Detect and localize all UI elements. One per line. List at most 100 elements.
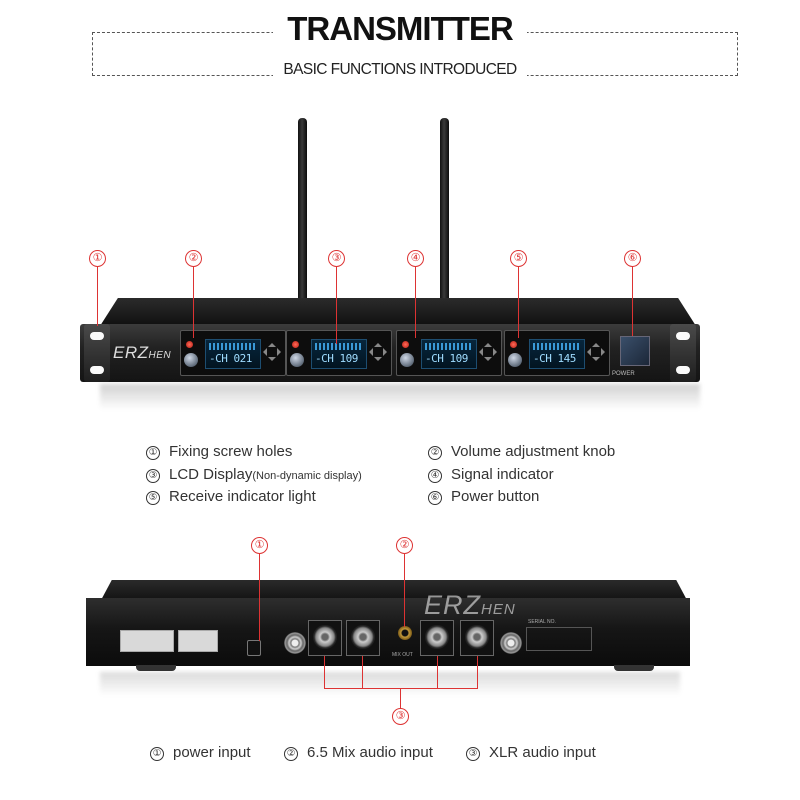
channel-readout: -CH 145 (533, 352, 576, 365)
nav-buttons-icon[interactable] (587, 343, 605, 361)
warning-label-plate (178, 630, 218, 652)
signal-bars (315, 343, 363, 350)
leader-line-rear-3-d (477, 656, 479, 689)
leader-line-6 (632, 266, 634, 336)
nav-buttons-icon[interactable] (263, 343, 281, 361)
leader-line-rear-3-a (324, 656, 326, 689)
signal-bars (209, 343, 257, 350)
power-button[interactable] (620, 336, 650, 366)
signal-bars (533, 343, 581, 350)
mix-out-jack[interactable] (398, 626, 412, 640)
dc-power-jack[interactable] (247, 640, 261, 656)
signal-bars (425, 343, 473, 350)
leader-line-rear-3-b (362, 656, 364, 689)
leader-line-1 (97, 266, 99, 326)
volume-knob[interactable] (508, 353, 522, 367)
feature-number: ⑥ (428, 491, 442, 505)
xlr-output-3[interactable] (420, 620, 454, 656)
antenna-right (436, 118, 453, 312)
callout-4: ④ (407, 250, 424, 267)
feature-note: (Non-dynamic display) (252, 470, 362, 482)
callout-rear-1: ① (251, 537, 268, 554)
channel-module-4: -CH 145 (504, 330, 610, 376)
front-reflection (100, 384, 700, 410)
feature-number: ③ (466, 747, 480, 761)
mix-out-label: MIX OUT (392, 652, 413, 658)
rear-unit (86, 598, 690, 666)
feature-number: ③ (146, 469, 160, 483)
leader-line-rear-2 (404, 553, 406, 627)
feature-text: XLR audio input (489, 744, 596, 761)
callout-rear-2: ② (396, 537, 413, 554)
feature-text: Receive indicator light (169, 488, 316, 505)
antenna-connector-a[interactable] (284, 632, 306, 654)
header-subtitle: BASIC FUNCTIONS INTRODUCED (0, 61, 800, 79)
left-rack-ear (84, 324, 110, 382)
fixing-screw-hole (90, 332, 104, 340)
leader-line-5 (518, 266, 520, 338)
callout-5: ⑤ (510, 250, 527, 267)
feature-text: Fixing screw holes (169, 443, 293, 460)
feature-number: ① (146, 446, 160, 460)
nav-buttons-icon[interactable] (479, 343, 497, 361)
rear-reflection (100, 672, 680, 696)
channel-module-3: -CH 109 (396, 330, 502, 376)
rear-feature-item: ② 6.5 Mix audio input (284, 744, 433, 761)
rear-unit-top (100, 580, 688, 602)
lcd-display: -CH 109 (311, 339, 367, 369)
leader-line-3 (336, 266, 338, 344)
channel-readout: -CH 109 (315, 352, 358, 365)
rear-feature-item: ① power input (150, 744, 251, 761)
feature-item: ② Volume adjustment knob (428, 443, 615, 460)
lcd-display: -CH 145 (529, 339, 585, 369)
volume-knob[interactable] (184, 353, 198, 367)
rear-brand-logo: ERZHEN (424, 590, 516, 620)
channel-module-1: -CH 021 (180, 330, 286, 376)
rubber-foot (614, 665, 654, 671)
leader-line-4 (415, 266, 417, 338)
leader-line-rear-1 (259, 553, 261, 641)
lcd-display: -CH 021 (205, 339, 261, 369)
warning-label-plate (120, 630, 174, 652)
antenna-connector-b[interactable] (500, 632, 522, 654)
front-brand-logo: ERZHEN (113, 343, 172, 362)
serial-label: SERIAL NO. (528, 619, 556, 625)
feature-text: Volume adjustment knob (451, 443, 616, 460)
receive-indicator-light (402, 341, 409, 348)
leader-line-2 (193, 266, 195, 338)
receive-indicator-light (510, 341, 517, 348)
feature-text: power input (173, 744, 251, 761)
leader-line-rear-3-c (437, 656, 439, 689)
feature-text: Signal indicator (451, 466, 554, 483)
xlr-output-1[interactable] (308, 620, 342, 656)
callout-rear-3: ③ (392, 708, 409, 725)
channel-readout: -CH 021 (209, 352, 252, 365)
feature-item: ③ LCD Display(Non-dynamic display) (146, 466, 362, 483)
channel-readout: -CH 109 (425, 352, 468, 365)
feature-number: ② (284, 747, 298, 761)
fixing-screw-hole (676, 332, 690, 340)
channel-module-2: -CH 109 (286, 330, 392, 376)
feature-item: ⑥ Power button (428, 488, 539, 505)
rubber-foot (136, 665, 176, 671)
feature-number: ② (428, 446, 442, 460)
leader-line-rear-3-bar (324, 688, 478, 690)
receive-indicator-light (186, 341, 193, 348)
nav-buttons-icon[interactable] (369, 343, 387, 361)
volume-knob[interactable] (290, 353, 304, 367)
callout-3: ③ (328, 250, 345, 267)
feature-item: ① Fixing screw holes (146, 443, 292, 460)
xlr-output-2[interactable] (346, 620, 380, 656)
callout-2: ② (185, 250, 202, 267)
feature-text: LCD Display (169, 466, 253, 483)
receive-indicator-light (292, 341, 299, 348)
right-rack-ear (670, 324, 696, 382)
feature-number: ⑤ (146, 491, 160, 505)
feature-text: 6.5 Mix audio input (307, 744, 433, 761)
volume-knob[interactable] (400, 353, 414, 367)
lcd-display: -CH 109 (421, 339, 477, 369)
feature-text: Power button (451, 488, 540, 505)
feature-number: ① (150, 747, 164, 761)
xlr-output-4[interactable] (460, 620, 494, 656)
